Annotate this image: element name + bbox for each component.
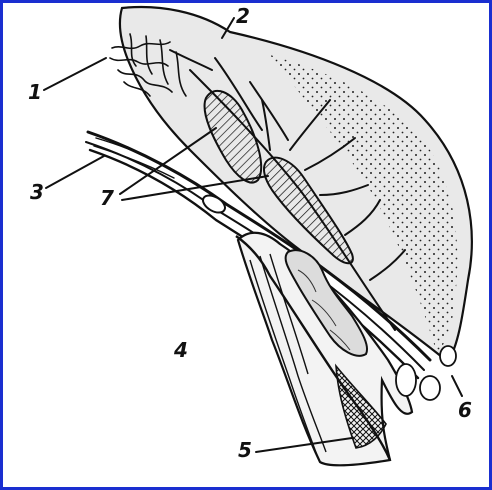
label-2: 2 — [236, 6, 250, 26]
label-6: 6 — [458, 400, 472, 420]
label-3: 3 — [30, 182, 44, 202]
band-nodule — [200, 192, 228, 216]
leader-line-3 — [46, 156, 104, 188]
leader-line-6 — [452, 376, 462, 396]
label-5: 5 — [238, 440, 252, 460]
label-1: 1 — [28, 82, 42, 102]
label-7: 7 — [100, 188, 114, 208]
leader-line-1 — [44, 58, 106, 90]
label-4: 4 — [174, 340, 188, 360]
